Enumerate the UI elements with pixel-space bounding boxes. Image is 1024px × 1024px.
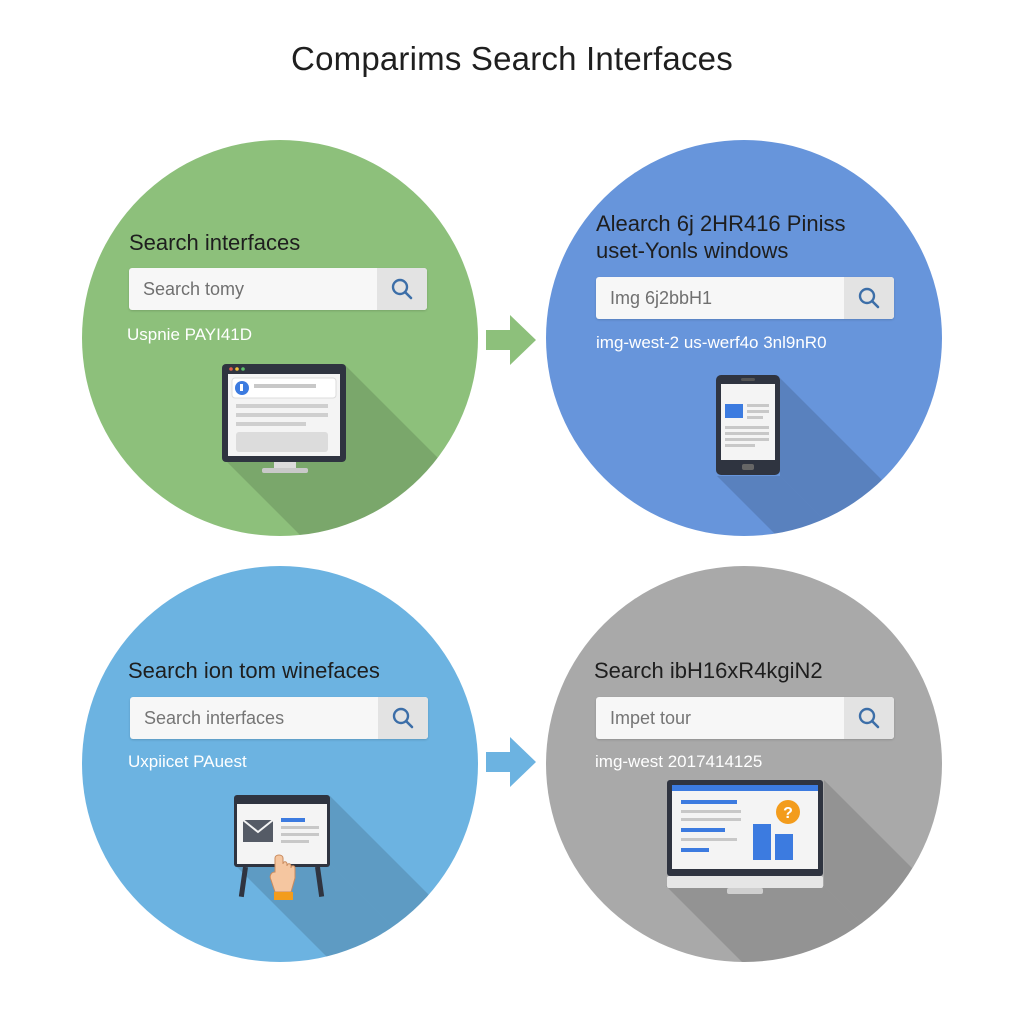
- desktop-monitor-icon: [222, 364, 346, 473]
- search-input[interactable]: [596, 697, 832, 739]
- search-bar: [596, 697, 894, 739]
- panel-subtext: Uspnie PAYI41D: [127, 325, 253, 344]
- search-icon: [858, 707, 880, 729]
- search-bar: [130, 697, 428, 739]
- question-mark-icon: [776, 800, 800, 824]
- panel-light-blue: Search ion tom winefaces Uxpiicet PAuest: [82, 566, 478, 962]
- search-button[interactable]: [844, 697, 894, 739]
- panel-blue: Alearch 6j 2HR416 Piniss uset-Yonls wind…: [546, 140, 942, 536]
- mobile-phone-icon: [716, 375, 780, 475]
- search-input[interactable]: [129, 268, 365, 310]
- svg-text:?: ?: [783, 805, 793, 822]
- search-icon: [858, 287, 880, 309]
- panel-heading-line-1: Alearch 6j 2HR416 Piniss: [596, 211, 846, 236]
- search-bar: [129, 268, 427, 310]
- panel-gray: Search ibH16xR4kgiN2 img-west 2017414125…: [546, 566, 942, 962]
- search-bar: [596, 277, 894, 319]
- panel-heading: Search ion tom winefaces: [128, 658, 380, 683]
- search-icon: [392, 707, 414, 729]
- search-button[interactable]: [844, 277, 894, 319]
- panel-heading-line-2: uset-Yonls windows: [596, 238, 789, 263]
- arrow-right-icon: [486, 737, 536, 787]
- search-input[interactable]: [130, 697, 366, 739]
- search-icon: [391, 278, 413, 300]
- panel-green: Search interfaces Uspnie PAYI41D: [82, 140, 478, 536]
- touch-kiosk-icon: [234, 795, 330, 900]
- search-button[interactable]: [377, 268, 427, 310]
- page-title: Comparims Search Interfaces: [291, 40, 733, 77]
- search-input[interactable]: [596, 277, 832, 319]
- search-button[interactable]: [378, 697, 428, 739]
- panel-subtext: img-west-2 us-werf4o 3nl9nR0: [596, 333, 827, 352]
- panel-subtext: img-west 2017414125: [595, 752, 763, 771]
- arrow-right-icon: [486, 315, 536, 365]
- panel-heading: Search interfaces: [129, 230, 301, 255]
- desktop-dashboard-icon: ?: [667, 780, 823, 894]
- panel-subtext: Uxpiicet PAuest: [128, 752, 247, 771]
- panel-heading: Search ibH16xR4kgiN2: [594, 658, 823, 683]
